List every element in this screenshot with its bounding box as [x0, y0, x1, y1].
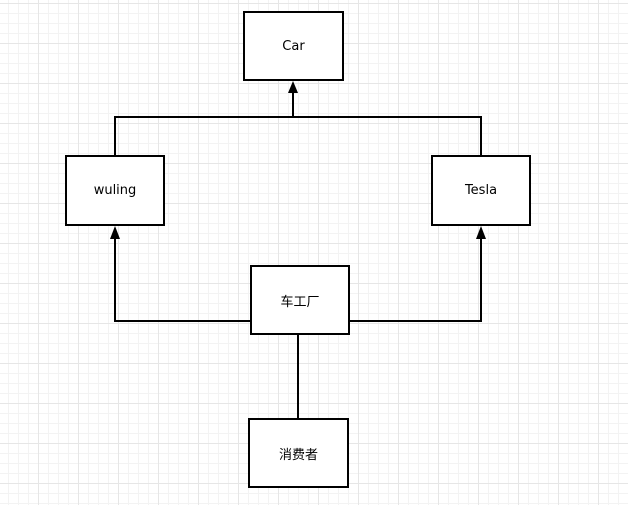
arrowhead-tesla [476, 226, 486, 239]
node-consumer[interactable]: 消费者 [248, 418, 349, 488]
node-factory[interactable]: 车工厂 [250, 265, 350, 335]
edge-factory-to-wuling[interactable] [114, 237, 250, 322]
node-car-label: Car [282, 38, 305, 54]
edge-factory-to-tesla[interactable] [350, 237, 482, 322]
node-wuling[interactable]: wuling [65, 155, 165, 226]
node-tesla-label: Tesla [464, 183, 498, 198]
edge-wuling-to-car[interactable] [114, 91, 294, 155]
node-factory-label: 车工厂 [280, 294, 320, 310]
arrowhead-car [288, 81, 298, 93]
arrowhead-wuling [110, 226, 120, 239]
node-consumer-label: 消费者 [278, 447, 318, 463]
node-tesla[interactable]: Tesla [431, 155, 531, 226]
node-car[interactable]: Car [243, 11, 344, 81]
edge-tesla-to-car[interactable] [293, 116, 482, 155]
node-wuling-label: wuling [93, 183, 137, 198]
